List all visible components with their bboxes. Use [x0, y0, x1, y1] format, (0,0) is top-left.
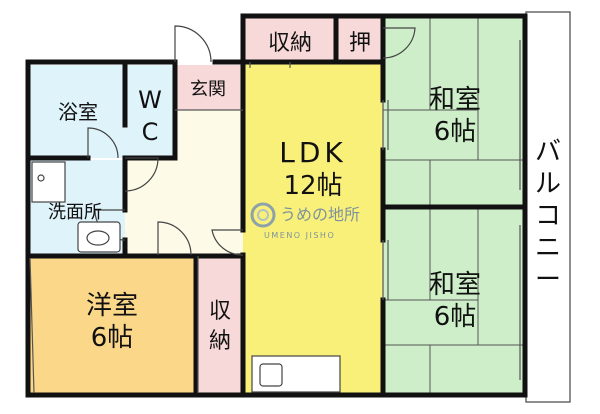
ldk-size: 12帖: [283, 171, 342, 201]
balcony-fill: [525, 11, 571, 403]
washroom-label: 洗面所: [48, 202, 102, 223]
fixtures: [31, 161, 341, 393]
washitsu-upper-fill: [383, 18, 525, 206]
wc-label-c: C: [142, 118, 159, 146]
youshitsu-name: 洋室: [86, 291, 138, 321]
wc-fill: [125, 65, 175, 158]
balcony-char-5: ー: [535, 265, 561, 295]
watermark: うめの地所 UMENO JISHO: [250, 202, 360, 240]
kitchen-sink: [259, 363, 283, 387]
storage-top-fill: [243, 18, 335, 62]
wc-label-w: W: [138, 86, 162, 114]
bath-fill: [30, 65, 125, 158]
thin-lines: [29, 40, 521, 394]
tatami-lines: [383, 18, 525, 393]
sink-basin: [86, 230, 110, 246]
bath-label: 浴室: [58, 100, 98, 124]
watermark-name: うめの地所: [280, 205, 360, 224]
genkan-label: 玄関: [190, 79, 226, 100]
washer-pan: [31, 161, 66, 203]
oshi-label: 押: [349, 31, 371, 56]
storage-mid-label-2: 納: [209, 329, 231, 354]
watermark-logo-icon: [250, 202, 276, 228]
walls: [25, 13, 528, 398]
ldk-fill: [243, 62, 383, 393]
washer-drain: [37, 174, 45, 182]
youshitsu-fill: [30, 258, 196, 393]
ldk-name: LDK: [279, 136, 347, 169]
balcony-char-2: ル: [535, 169, 561, 199]
watermark-romaji: UMENO JISHO: [264, 231, 335, 240]
washitsu-lower-name: 和室: [429, 270, 481, 300]
washitsu-upper-size: 6帖: [434, 117, 477, 147]
balcony-label: バ ル コ ニ ー: [535, 137, 561, 295]
oshi-fill: [338, 18, 383, 62]
balcony-char-4: ニ: [535, 233, 561, 263]
storage-mid-label-1: 収: [209, 299, 231, 324]
balcony-char-3: コ: [535, 201, 561, 231]
storage-mid-fill: [198, 258, 243, 393]
youshitsu-size: 6帖: [91, 323, 134, 353]
genkan-fill: [175, 65, 243, 110]
storage-top-label: 収納: [268, 31, 312, 56]
washitsu-upper-name: 和室: [429, 85, 481, 115]
balcony-char-1: バ: [535, 137, 561, 167]
washitsu-lower-size: 6帖: [434, 302, 477, 332]
